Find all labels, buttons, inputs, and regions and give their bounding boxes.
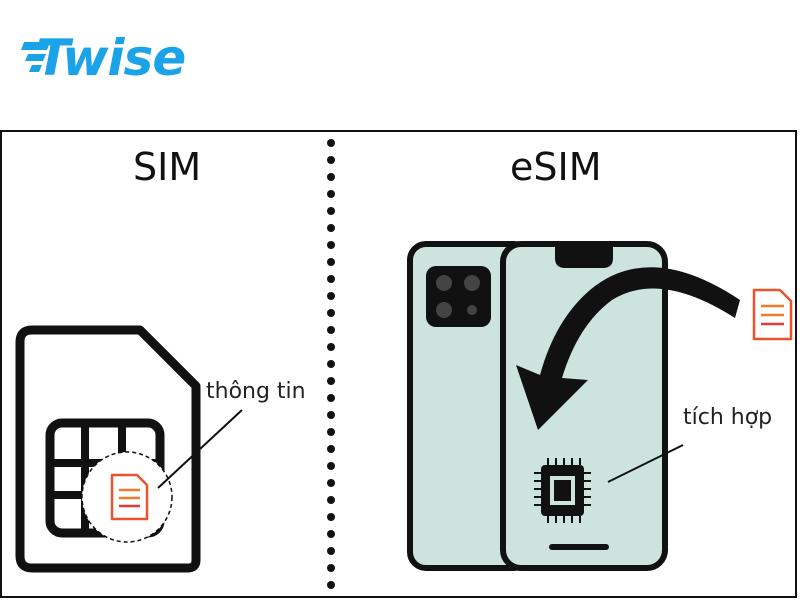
- document-icon: [752, 288, 793, 341]
- logo-speed-lines-icon: [21, 42, 50, 72]
- chip-icon: [534, 458, 591, 523]
- esim-integrated-label: tích hợp: [683, 405, 773, 430]
- dotted-divider: [327, 139, 335, 589]
- diagram-frame: [0, 130, 797, 598]
- smartphone-front-icon: [500, 241, 668, 571]
- curved-arrow-icon: [516, 267, 740, 430]
- sim-label-pointer: [157, 409, 243, 489]
- brand-name: Twise: [36, 29, 186, 87]
- sim-card-icon: [15, 325, 201, 573]
- brand-logo: [20, 30, 220, 90]
- document-icon: [110, 473, 149, 521]
- sim-title: SIM: [133, 145, 202, 189]
- esim-label-pointer: [607, 444, 684, 483]
- esim-title: eSIM: [510, 145, 602, 189]
- sim-info-label: thông tin: [206, 379, 306, 404]
